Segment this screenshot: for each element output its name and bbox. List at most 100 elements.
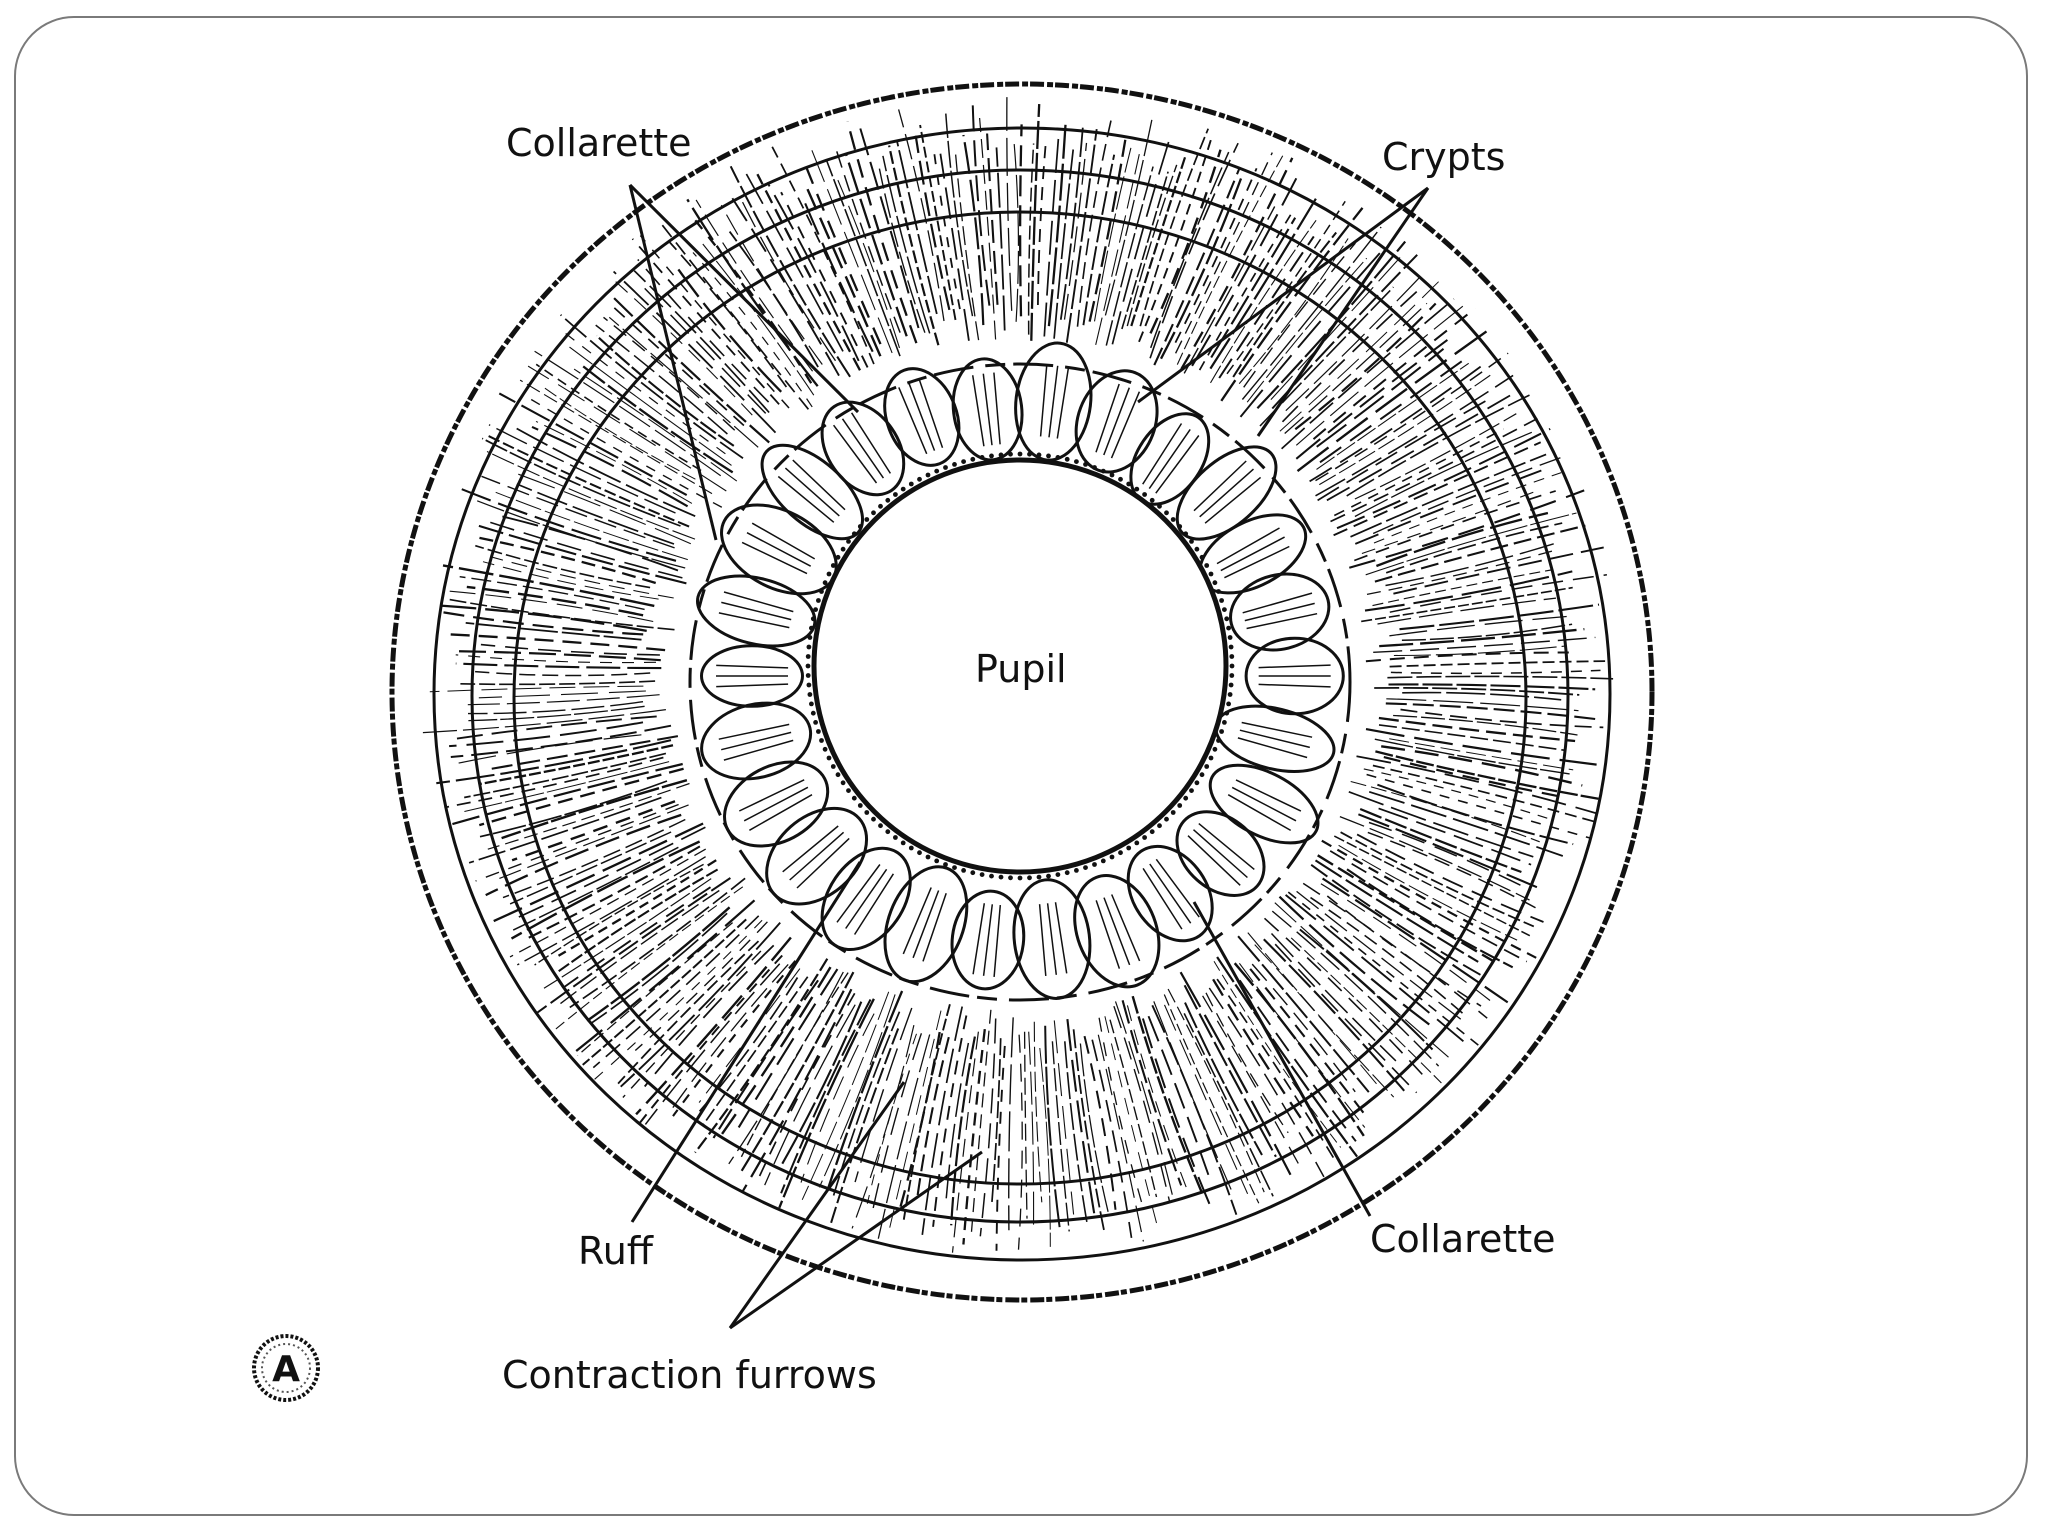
iris-fiber [480, 643, 660, 656]
iris-fiber [1354, 413, 1517, 500]
leader-line-ruff [630, 861, 862, 1223]
iris-fiber [1281, 298, 1455, 450]
crypt-lobe [765, 806, 869, 906]
iris-fiber [1315, 374, 1514, 497]
crypt-strand [898, 387, 928, 455]
crypt-strand [789, 831, 845, 881]
ruff-bead [1134, 486, 1140, 492]
iris-fiber [1209, 195, 1319, 370]
iris-fiber [565, 333, 726, 455]
iris-fiber [877, 1034, 931, 1239]
iris-fiber [1296, 890, 1464, 1022]
iris-fiber [633, 270, 770, 414]
iris-fiber [1251, 963, 1356, 1093]
ruff-bead [816, 729, 821, 734]
crypt-strand [1193, 460, 1247, 512]
iris-fiber [1271, 910, 1440, 1067]
iris-fiber [712, 979, 819, 1139]
iris-fiber [811, 150, 893, 354]
ruff-bead [917, 850, 922, 856]
ruff-bead [857, 524, 863, 529]
iris-fiber [888, 145, 940, 346]
ruff-bead [813, 607, 818, 612]
iris-fiber [1072, 1029, 1106, 1233]
iris-fiber [1401, 623, 1573, 641]
ruff-bead [864, 517, 870, 522]
iris-fiber [478, 690, 646, 699]
iris-fiber [1388, 683, 1596, 691]
iris-fiber [534, 863, 704, 966]
iris-fiber [1338, 844, 1518, 941]
iris-fiber [535, 420, 693, 504]
iris-fiber [745, 172, 844, 352]
iris-fiber [800, 1013, 875, 1183]
ruff-bead [952, 865, 957, 870]
iris-fiber [878, 168, 926, 333]
iris-fiber [1387, 675, 1614, 680]
crypt-lobe [883, 865, 969, 984]
iris-fiber [914, 135, 951, 311]
iris-fiber [511, 471, 692, 545]
leader-line-collarette-top-2 [628, 183, 860, 414]
iris-fiber [452, 650, 661, 662]
iris-fiber [1059, 127, 1084, 320]
iris-fiber [990, 1038, 1002, 1205]
iris-fiber [1373, 636, 1596, 653]
iris-fiber [1372, 455, 1566, 535]
iris-fiber [846, 121, 918, 344]
iris-fiber [511, 800, 676, 862]
iris-fiber [1139, 128, 1209, 327]
iris-fiber [464, 761, 670, 812]
crypt-strand [971, 375, 985, 447]
iris-fiber [1256, 240, 1407, 409]
iris-fiber [486, 735, 679, 771]
ruff-bead [851, 795, 857, 801]
iris-fiber [1287, 891, 1483, 1049]
iris-fiber [971, 103, 991, 306]
iris-fiber [1389, 574, 1608, 613]
crypt-strand [918, 379, 944, 449]
ruff-bead [970, 870, 976, 876]
crypt-lobe [820, 400, 906, 497]
ruff-bead [1109, 854, 1115, 860]
iris-fiber [1131, 995, 1203, 1193]
iris-fiber [495, 491, 688, 561]
iris-fiber [1284, 302, 1428, 434]
iris-fiber [1285, 894, 1465, 1043]
iris-fiber [1095, 153, 1140, 346]
iris-fiber [1359, 807, 1522, 874]
iris-fiber [1330, 417, 1538, 523]
crypt-lobe [1074, 369, 1159, 474]
crypt-strand [1095, 900, 1121, 969]
crypt-strand [777, 475, 835, 523]
iris-fiber [1315, 352, 1509, 482]
iris-fiber [484, 822, 704, 926]
iris-fiber [1375, 511, 1549, 568]
iris-fiber [519, 379, 713, 495]
iris-fiber [595, 334, 735, 447]
crypt-strand [723, 739, 794, 761]
iris-fiber [1379, 627, 1585, 648]
ruff-bead [908, 845, 914, 851]
ruff-bead [1229, 673, 1235, 678]
iris-fiber [1216, 978, 1338, 1163]
iris-fiber [476, 500, 686, 569]
ruff-bead [805, 654, 811, 659]
ruff-bead [813, 720, 818, 725]
iris-fiber [1239, 250, 1383, 418]
iris-fiber [1027, 143, 1035, 335]
iris-fiber [1232, 231, 1337, 378]
ruff-bead [1224, 616, 1230, 622]
iris-fiber [467, 701, 644, 715]
iris-fiber [1180, 157, 1294, 370]
iris-fiber [640, 284, 767, 414]
ruff-bead [1092, 465, 1097, 470]
iris-fiber [512, 846, 679, 931]
iris-fiber [487, 434, 690, 528]
iris-fiber [1383, 756, 1565, 799]
iris-fiber [1326, 895, 1482, 1007]
crypt-lobe [696, 574, 817, 648]
ruff-bead [1092, 862, 1097, 867]
iris-fiber [1319, 374, 1491, 486]
iris-fiber [720, 204, 823, 365]
